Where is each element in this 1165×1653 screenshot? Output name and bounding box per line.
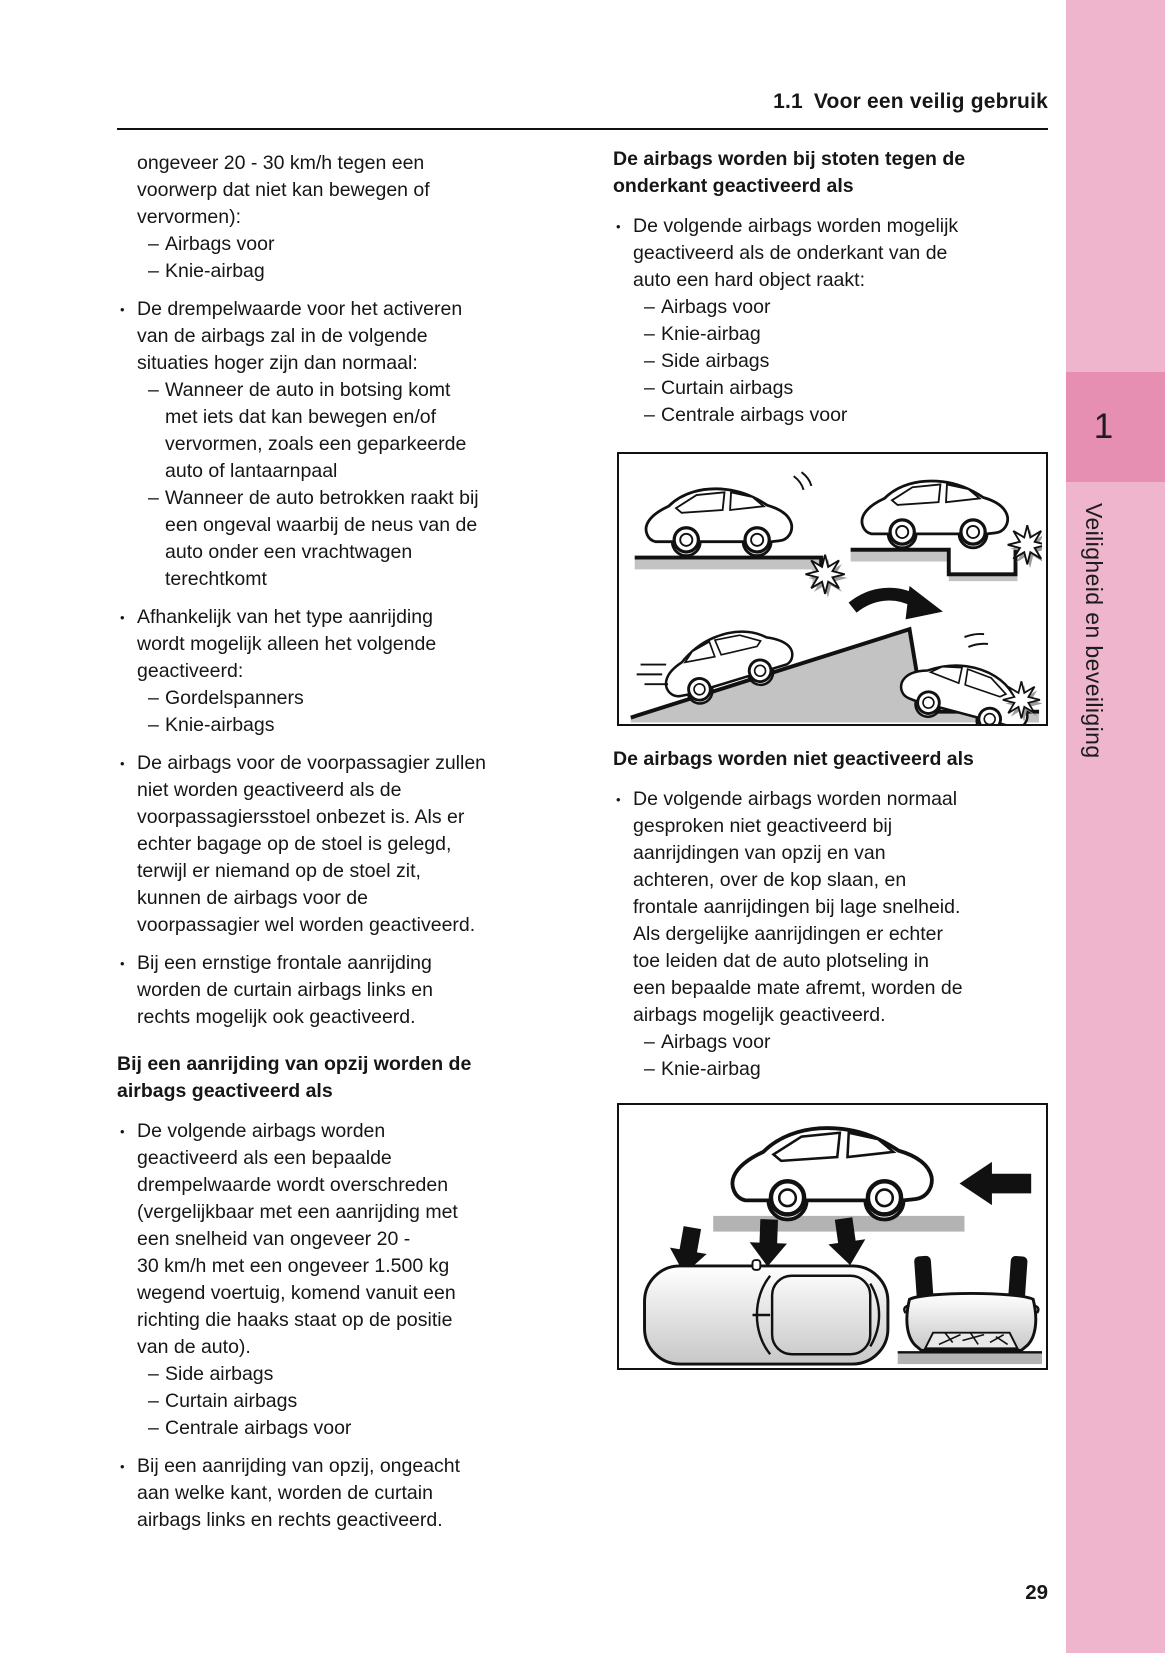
left-column: ongeveer 20 - 30 km/h tegen een voorwerp… xyxy=(117,150,597,1545)
paragraph-continuation: ongeveer 20 - 30 km/h tegen een voorwerp… xyxy=(117,150,597,285)
chapter-tab: 1 xyxy=(1066,372,1165,482)
chapter-number: 1 xyxy=(1093,407,1114,446)
list-item: –Side airbags xyxy=(148,1363,274,1385)
bullet-marker: • xyxy=(120,1124,125,1139)
chapter-sidebar: 1 Veiligheid en beveiliging xyxy=(1066,0,1165,1653)
list-item: –Airbags voor xyxy=(148,233,275,255)
non-deployment-illustration xyxy=(643,1105,1042,1366)
list-item: –Centrale airbags voor xyxy=(644,404,848,426)
section-number: 1.1 xyxy=(773,90,803,113)
list-item: –Curtain airbags xyxy=(148,1390,298,1412)
bullet-item: • De volgende airbags worden normaal ges… xyxy=(613,786,1050,1083)
page-number: 29 xyxy=(1025,1581,1048,1604)
bullet-marker: • xyxy=(120,956,125,971)
bullet-item: • De volgende airbags worden geactiveerd… xyxy=(117,1118,597,1442)
list-item: –Knie-airbag xyxy=(644,323,761,345)
bullet-marker: • xyxy=(120,302,125,317)
list-item: –Side airbags xyxy=(644,350,770,372)
list-item: –Knie-airbag xyxy=(644,1058,761,1080)
header-rule xyxy=(117,128,1048,130)
subsection-heading: Bij een aanrijding van opzij worden de a… xyxy=(117,1053,472,1102)
section-title: Voor een veilig gebruik xyxy=(813,90,1048,113)
list-item: –Knie-airbag xyxy=(148,260,265,282)
undercarriage-impact-figure xyxy=(617,452,1048,726)
list-item: –Wanneer de auto in botsing komt met iet… xyxy=(148,379,467,482)
no-deployment-figure xyxy=(617,1103,1048,1370)
bullet-marker: • xyxy=(120,610,125,625)
subsection-heading: De airbags worden niet geactiveerd als xyxy=(613,748,974,770)
list-item: –Wanneer de auto betrokken raakt bij een… xyxy=(148,487,479,590)
list-item: –Knie-airbags xyxy=(148,714,275,736)
bullet-marker: • xyxy=(120,756,125,771)
list-item: –Airbags voor xyxy=(644,1031,771,1053)
bullet-marker: • xyxy=(616,792,621,807)
bullet-item: • De drempelwaarde voor het activeren va… xyxy=(117,296,597,593)
right-column: De airbags worden bij stoten tegen de on… xyxy=(613,146,1050,1386)
chapter-label: Veiligheid en beveiliging xyxy=(1081,503,1107,759)
bullet-item: • Bij een aanrijding van opzij, ongeacht… xyxy=(117,1453,597,1534)
list-item: –Curtain airbags xyxy=(644,377,794,399)
list-item: –Airbags voor xyxy=(644,296,771,318)
bullet-item: • Afhankelijk van het type aanrijding wo… xyxy=(117,604,597,739)
list-item: –Gordelspanners xyxy=(148,687,304,709)
bullet-marker: • xyxy=(120,1459,125,1474)
list-item: –Centrale airbags voor xyxy=(148,1417,352,1439)
page-header: 1.1 Voor een veilig gebruik xyxy=(117,90,1048,114)
bullet-marker: • xyxy=(616,219,621,234)
bullet-item: • De volgende airbags worden mogelijk ge… xyxy=(613,213,1050,429)
car-undercarriage-illustration xyxy=(630,471,1042,724)
bullet-item: • Bij een ernstige frontale aanrijding w… xyxy=(117,950,597,1031)
subsection-heading: De airbags worden bij stoten tegen de on… xyxy=(613,148,966,197)
bullet-item: • De airbags voor de voorpassagier zulle… xyxy=(117,750,597,939)
